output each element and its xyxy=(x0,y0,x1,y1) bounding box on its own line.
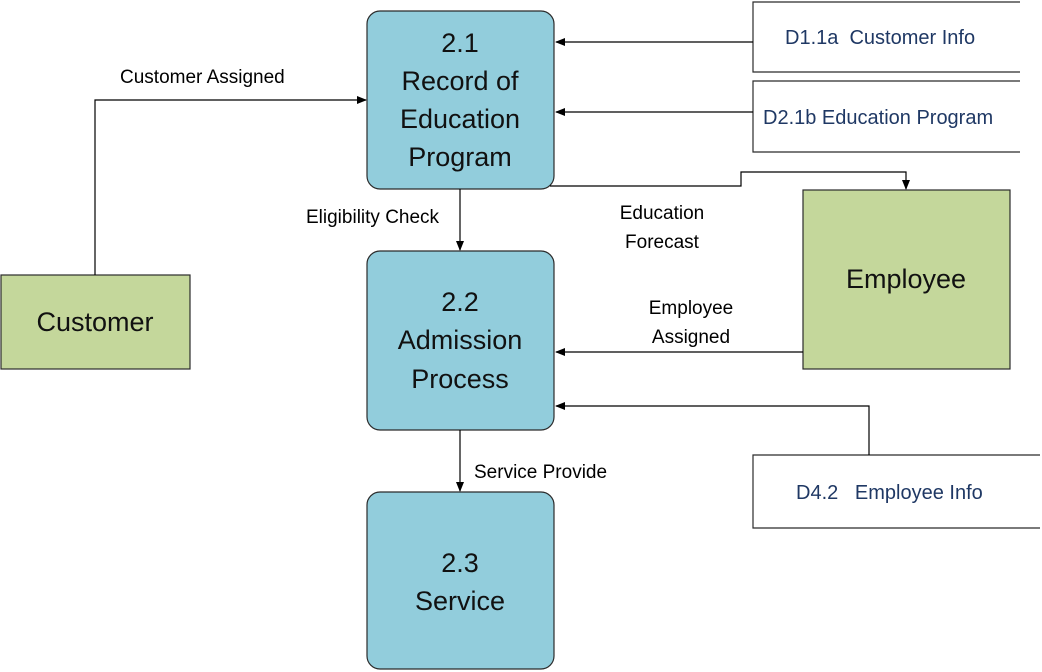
flow-employee-info xyxy=(555,402,870,455)
entity-employee-label: Employee xyxy=(846,264,966,294)
store-education-program[interactable]: D2.1b Education Program xyxy=(752,80,1020,153)
entity-customer-label: Customer xyxy=(36,307,153,337)
store-employee-info-label: D4.2 Employee Info xyxy=(796,482,983,504)
process-2-2-line-2: Admission xyxy=(398,325,523,355)
entity-employee[interactable]: Employee xyxy=(802,189,1011,370)
flow-employee-assigned-label-1: Employee xyxy=(649,298,734,319)
flow-eligibility-check-label: Eligibility Check xyxy=(306,207,440,228)
process-2-2[interactable]: 2.2 Admission Process xyxy=(366,250,555,431)
process-2-3-line-1: 2.3 xyxy=(441,548,479,578)
process-2-1[interactable]: 2.1 Record of Education Program xyxy=(366,10,555,190)
entity-customer[interactable]: Customer xyxy=(0,274,191,370)
process-2-2-line-1: 2.2 xyxy=(441,287,479,317)
process-2-2-line-3: Process xyxy=(411,364,509,394)
flow-education-forecast-label-2: Forecast xyxy=(625,232,700,253)
process-2-3[interactable]: 2.3 Service xyxy=(366,491,555,670)
flow-customer-assigned-label: Customer Assigned xyxy=(120,67,285,88)
flow-education-forecast-label-1: Education xyxy=(620,203,705,224)
process-2-1-line-4: Program xyxy=(408,142,512,172)
flow-employee-assigned-label-2: Assigned xyxy=(652,327,730,348)
flow-customer-assigned xyxy=(94,96,367,275)
store-employee-info[interactable]: D4.2 Employee Info xyxy=(752,454,1040,529)
process-2-3-line-2: Service xyxy=(415,586,505,616)
flow-service-provide-label: Service Provide xyxy=(474,462,607,483)
process-2-1-line-3: Education xyxy=(400,104,520,134)
flow-education-forecast xyxy=(550,171,910,190)
store-customer-info[interactable]: D1.1a Customer Info xyxy=(752,1,1020,73)
process-2-1-line-2: Record of xyxy=(401,66,519,96)
process-2-1-line-1: 2.1 xyxy=(441,28,479,58)
store-education-program-label: D2.1b Education Program xyxy=(763,107,993,129)
store-customer-info-label: D1.1a Customer Info xyxy=(785,27,975,49)
